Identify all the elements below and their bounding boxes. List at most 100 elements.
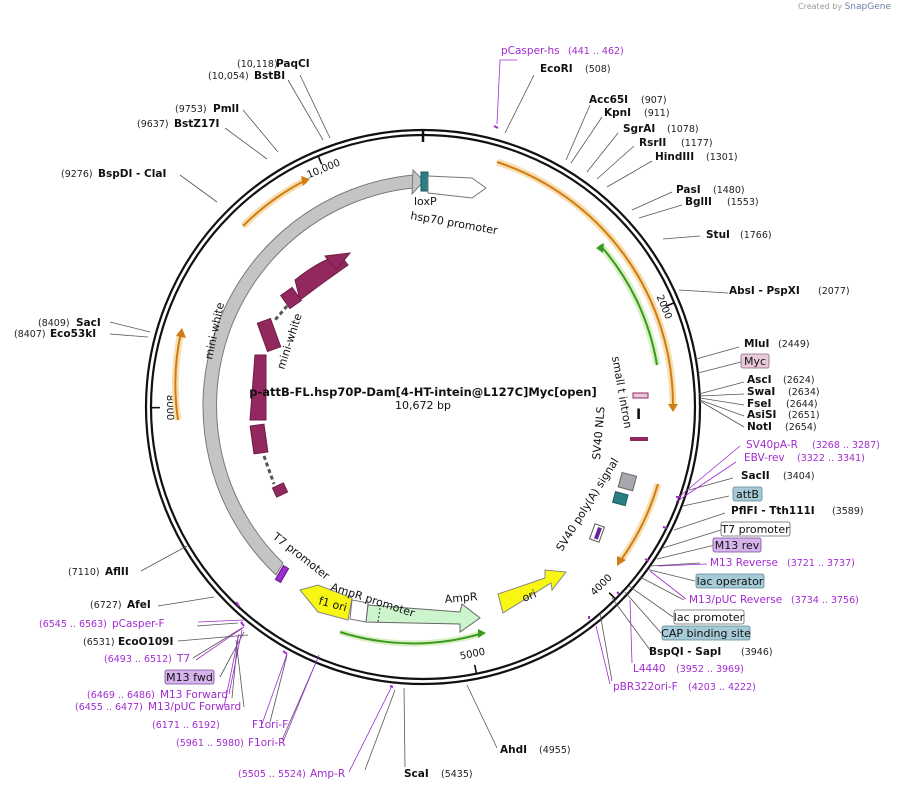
mini-white-outer-feature: [202, 168, 487, 576]
primer-label: M13/pUC Forward: [148, 701, 241, 713]
inner-right-features: I: [588, 392, 649, 543]
primer-position: (3721 .. 3737): [787, 558, 855, 569]
loxp-marker: [420, 171, 429, 192]
enzyme-label: PmlI: [213, 103, 239, 115]
enzyme-label: AbsI - PspXI: [729, 285, 800, 297]
enzyme-label: SgrAI: [623, 123, 655, 135]
primer-position: (441 .. 462): [568, 46, 624, 57]
loxp-marker-2: [612, 491, 629, 507]
enzyme-position: (2634): [788, 387, 820, 398]
orange-arrowhead-3: [176, 328, 186, 338]
myc-label-box: [740, 353, 770, 369]
orange-feature-arc-2-line: [620, 483, 659, 561]
enzyme-position: (3946): [741, 647, 773, 658]
enzyme-position: (3589): [832, 506, 864, 517]
orange-feature-arc-1-line: [496, 161, 674, 406]
primer-label: SV40pA-R: [746, 439, 798, 451]
enzyme-label: PaqCI: [276, 58, 310, 70]
tick-label: 10,000: [305, 158, 342, 182]
enzyme-label: MluI: [744, 338, 769, 350]
enzyme-position: (9753): [175, 104, 207, 115]
enzyme-position: (1553): [727, 197, 759, 208]
enzyme-position: (7110): [68, 567, 100, 578]
enzyme-position: (2654): [785, 422, 817, 433]
orange-feature-arc-4-line: [242, 179, 307, 227]
myc-label: Myc: [744, 355, 766, 368]
tick-mark: [473, 664, 478, 674]
lac-operator-label-box: [695, 573, 765, 589]
primer-label: F1ori-F: [252, 719, 288, 731]
hsp70-promoter-arrow: [427, 175, 487, 199]
primer-label: F1ori-R: [248, 737, 285, 749]
ampr-arrow: [365, 603, 481, 633]
enzyme-label: BstZ17I: [174, 118, 219, 130]
ori-label: ori: [520, 587, 538, 604]
enzyme-label: PasI: [676, 184, 701, 196]
enzyme-label: AscI: [747, 374, 772, 386]
primer-marks: [235, 125, 680, 688]
enzyme-position: (1766): [740, 230, 772, 241]
enzyme-position: (9637): [137, 119, 169, 130]
enzyme-label: AflII: [105, 566, 129, 578]
cap-binding-site-label-box: [661, 625, 751, 641]
enzyme-label: HindIII: [655, 151, 694, 163]
attb-label-box: [732, 486, 763, 502]
primer-label: pCasper-hs: [501, 45, 560, 57]
feature-arcs: [171, 158, 678, 647]
enzyme-position: (9276): [61, 169, 93, 180]
enzyme-position: (6531): [83, 637, 115, 648]
sv40-nls-marker: [630, 437, 648, 441]
sv40-polya-label: SV40 poly(A) signal: [554, 456, 622, 554]
enzyme-position: (10,118): [237, 59, 278, 70]
enzyme-label: FseI: [747, 398, 771, 410]
enzyme-label: BspDI - ClaI: [98, 168, 166, 180]
attb-marker: [617, 471, 638, 492]
enzyme-position: (2077): [818, 286, 850, 297]
callout-leaders: [109, 59, 745, 773]
primer-position: (3734 .. 3756): [791, 595, 859, 606]
enzyme-label: NotI: [747, 421, 772, 433]
cap-binding-site-label: CAP binding site: [661, 627, 751, 640]
ori-arrow: [497, 569, 567, 614]
primer-position: (5505 .. 5524): [238, 769, 306, 780]
enzyme-label: BglII: [685, 196, 712, 208]
inner-bottom-features: [274, 564, 567, 633]
callout-labels: PaqCI(10,118)BstBI(10,054)PmlI(9753)BstZ…: [14, 45, 880, 780]
primer-label: EBV-rev: [744, 452, 785, 464]
lac-promoter-label-box: [673, 609, 745, 625]
m13-fwd-label-box: [164, 669, 215, 685]
attb-label: attB: [736, 488, 759, 501]
enzyme-label: EcoRI: [540, 63, 573, 75]
tick-label: 8000: [164, 395, 175, 420]
enzyme-position: (3404): [783, 471, 815, 482]
orange-feature-arc-4: [240, 176, 308, 229]
mini-white-inner-feature: [249, 252, 352, 498]
t7-marker: [274, 564, 290, 584]
enzyme-position: (8407): [14, 329, 46, 340]
t7-promoter-box-label: T7 promoter: [720, 523, 790, 536]
primer-position: (6171 .. 6192): [152, 720, 220, 731]
tick-mark: [665, 302, 675, 307]
lac-operator-label: lac operator: [697, 575, 764, 588]
snapgene-logo: SnapGene: [844, 2, 891, 12]
primer-label: M13 Reverse: [710, 557, 778, 569]
sv40-nls-label: SV40 NLS: [590, 406, 608, 460]
enzyme-label: BspQI - SapI: [649, 646, 721, 658]
primer-label: Amp-R: [310, 768, 345, 780]
enzyme-position: (4955): [539, 745, 571, 756]
green-arrowhead-2: [478, 629, 486, 638]
primer-position: (5961 .. 5980): [176, 738, 244, 749]
primer-position: (3322 .. 3341): [797, 453, 865, 464]
enzyme-position: (2644): [786, 399, 818, 410]
t7-promoter-box-label-box: [720, 521, 791, 537]
enzyme-position: (10,054): [208, 71, 249, 82]
primer-position: (6493 .. 6512): [104, 654, 172, 665]
orange-arrowhead-1: [668, 404, 678, 412]
ampr-label: AmpR: [444, 590, 478, 606]
enzyme-label: PflFI - Tth111I: [731, 505, 815, 517]
small-t-intron-label: small t intron: [609, 355, 634, 429]
enzyme-label: Eco53kI: [50, 328, 96, 340]
enzyme-label: AfeI: [127, 599, 151, 611]
tick-label: 5000: [459, 647, 486, 663]
enzyme-label: Acc65I: [589, 94, 628, 106]
